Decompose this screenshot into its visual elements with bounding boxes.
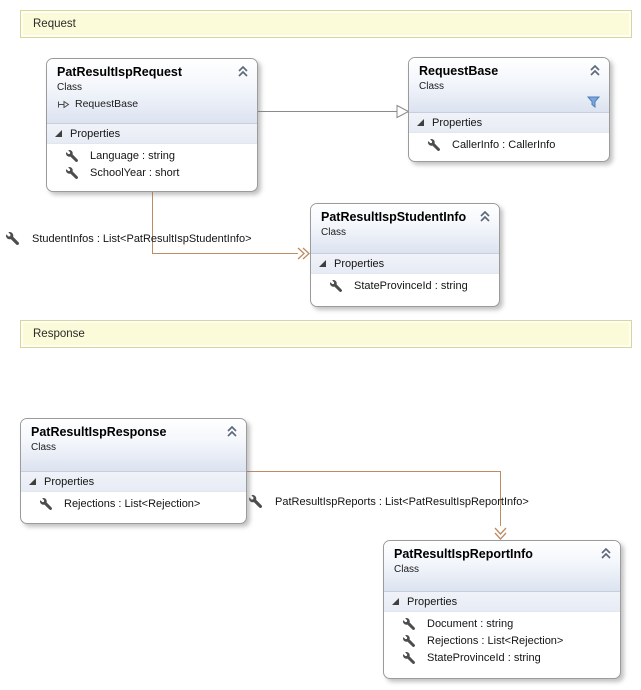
reports-association-label[interactable]: PatResultIspReports : List<PatResultIspR… — [249, 495, 529, 508]
comment-banner-response[interactable]: Response — [20, 320, 632, 348]
inherits-arrow-icon — [58, 100, 70, 108]
banner-request-label: Request — [33, 18, 76, 30]
class-stereotype: Class — [31, 442, 57, 453]
reports-connector-horizontal[interactable] — [247, 471, 501, 472]
property-text: Language : string — [90, 149, 176, 162]
property-text: CallerInfo : CallerInfo — [452, 138, 556, 151]
class-title: PatResultIspStudentInfo — [321, 210, 467, 224]
class-stereotype: Class — [57, 82, 83, 93]
compartment-label: Properties — [407, 595, 458, 608]
collapse-chevron-icon[interactable] — [589, 65, 601, 76]
class-header: RequestBase Class — [409, 58, 609, 112]
collapse-chevron-icon[interactable] — [226, 426, 238, 437]
class-header: PatResultIspStudentInfo Class — [311, 204, 499, 253]
class-box-requestbase[interactable]: RequestBase Class Properties CallerInfo … — [408, 57, 610, 162]
wrench-icon — [40, 497, 52, 510]
property-text: StateProvinceId : string — [354, 279, 468, 292]
inheritance-arrowhead-icon — [396, 104, 410, 119]
class-title: PatResultIspRequest — [57, 65, 183, 79]
inheritance-connector[interactable] — [258, 111, 397, 112]
compartment-label: Properties — [432, 116, 483, 129]
reports-label-text: PatResultIspReports : List<PatResultIspR… — [275, 495, 529, 508]
expander-triangle-icon[interactable] — [54, 129, 63, 138]
filter-funnel-icon[interactable] — [587, 96, 600, 108]
compartment-label: Properties — [334, 257, 385, 270]
class-box-patresultispresponse[interactable]: PatResultIspResponse Class Properties Re… — [20, 418, 247, 524]
compartment-label: Properties — [70, 127, 121, 140]
comment-banner-request[interactable]: Request — [20, 10, 632, 38]
wrench-icon — [403, 651, 415, 664]
property-row[interactable]: StateProvinceId : string — [330, 277, 499, 294]
collapse-chevron-icon[interactable] — [237, 66, 249, 77]
class-box-patresultispstudentinfo[interactable]: PatResultIspStudentInfo Class Properties… — [310, 203, 500, 307]
wrench-icon — [66, 149, 78, 162]
class-box-patresultispreportinfo[interactable]: PatResultIspReportInfo Class Properties … — [383, 540, 621, 679]
class-stereotype: Class — [394, 564, 420, 575]
class-title: RequestBase — [419, 64, 499, 78]
wrench-icon — [428, 138, 440, 151]
class-header: PatResultIspResponse Class — [21, 419, 246, 471]
compartment-label: Properties — [44, 475, 95, 488]
properties-compartment-header[interactable]: Properties — [21, 471, 246, 492]
banner-response-label: Response — [33, 328, 85, 340]
studentinfos-label-text: StudentInfos : List<PatResultIspStudentI… — [32, 232, 252, 245]
property-text: SchoolYear : short — [90, 166, 180, 179]
reports-arrowhead-icon — [494, 527, 507, 540]
wrench-icon — [6, 232, 19, 245]
properties-compartment-header[interactable]: Properties — [311, 253, 499, 274]
wrench-icon — [403, 617, 415, 630]
properties-compartment-header[interactable]: Properties — [47, 123, 257, 144]
expander-triangle-icon[interactable] — [416, 118, 425, 127]
studentinfos-arrowhead-icon — [297, 247, 310, 260]
class-header: PatResultIspReportInfo Class — [384, 541, 620, 591]
expander-triangle-icon[interactable] — [391, 597, 400, 606]
property-text: Rejections : List<Rejection> — [64, 497, 201, 510]
property-text: StateProvinceId : string — [427, 651, 541, 664]
collapse-chevron-icon[interactable] — [479, 211, 491, 222]
property-row[interactable]: CallerInfo : CallerInfo — [428, 136, 609, 153]
inherits-base-name: RequestBase — [75, 98, 139, 110]
wrench-icon — [249, 495, 262, 508]
class-header: PatResultIspRequest Class RequestBase — [47, 59, 257, 123]
properties-compartment-header[interactable]: Properties — [384, 591, 620, 612]
expander-triangle-icon[interactable] — [318, 259, 327, 268]
property-row[interactable]: Rejections : List<Rejection> — [40, 495, 246, 512]
property-row[interactable]: Language : string — [66, 147, 257, 164]
wrench-icon — [66, 166, 78, 179]
studentinfos-connector-vertical[interactable] — [152, 192, 153, 253]
class-title: PatResultIspReportInfo — [394, 547, 533, 561]
properties-compartment-header[interactable]: Properties — [409, 112, 609, 133]
studentinfos-association-label[interactable]: StudentInfos : List<PatResultIspStudentI… — [6, 232, 252, 245]
property-row[interactable]: Rejections : List<Rejection> — [403, 632, 620, 649]
expander-triangle-icon[interactable] — [28, 477, 37, 486]
property-row[interactable]: SchoolYear : short — [66, 164, 257, 181]
property-text: Document : string — [427, 617, 514, 630]
collapse-chevron-icon[interactable] — [600, 548, 612, 559]
property-row[interactable]: Document : string — [403, 615, 620, 632]
class-stereotype: Class — [419, 81, 445, 92]
reports-connector-vertical[interactable] — [500, 471, 501, 526]
property-text: Rejections : List<Rejection> — [427, 634, 564, 647]
studentinfos-connector-horizontal[interactable] — [152, 253, 298, 254]
wrench-icon — [403, 634, 415, 647]
class-box-patresultisprequest[interactable]: PatResultIspRequest Class RequestBase Pr… — [46, 58, 258, 192]
property-row[interactable]: StateProvinceId : string — [403, 649, 620, 666]
inherits-row[interactable]: RequestBase — [57, 98, 249, 110]
wrench-icon — [330, 279, 342, 292]
class-title: PatResultIspResponse — [31, 425, 167, 439]
class-stereotype: Class — [321, 227, 347, 238]
